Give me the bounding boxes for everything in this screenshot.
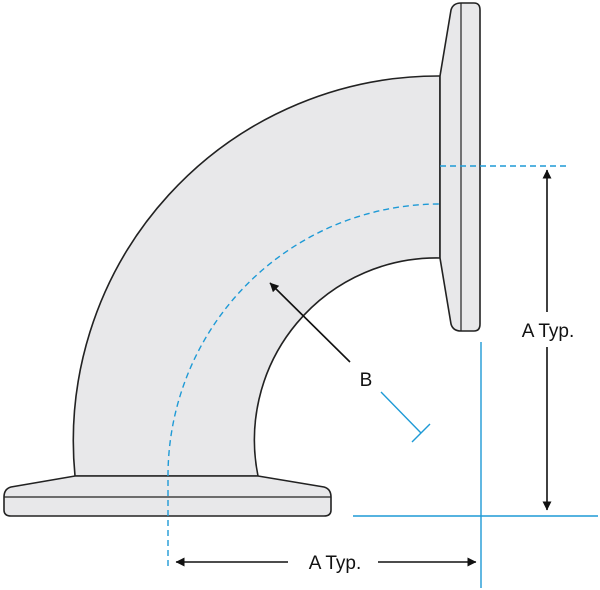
vertical-dimension-label: A Typ. [522, 321, 574, 342]
radius-label: B [360, 370, 373, 391]
radius-center-mark-a [411, 423, 431, 443]
right-flange [439, 2, 481, 332]
radius-leader-arrow [269, 282, 351, 363]
radius-center-leader [380, 391, 422, 434]
horizontal-dimension-label: A Typ. [309, 553, 361, 574]
bend-centerline [167, 203, 441, 566]
